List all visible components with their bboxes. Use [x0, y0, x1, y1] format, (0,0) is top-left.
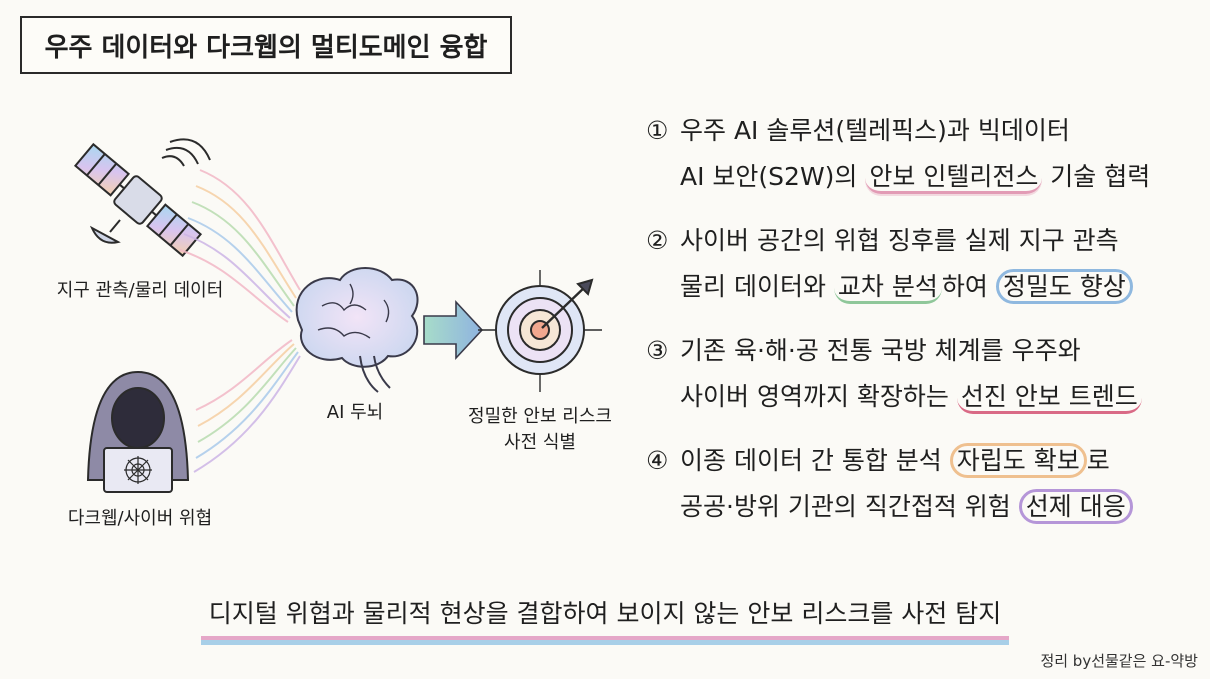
highlight: 안보 인텔리전스 — [865, 162, 1043, 194]
point-text: 사이버 영역까지 확장하는 — [680, 382, 957, 411]
highlight: 교차 분석 — [833, 272, 942, 304]
point-text: 사이버 공간의 위협 징후를 실제 지구 관측 — [680, 226, 1119, 255]
point-1: ① 우주 AI 솔루션(텔레픽스)과 빅데이터 AI 보안(S2W)의 안보 인텔… — [646, 108, 1201, 200]
satellite-icon — [73, 138, 211, 258]
point-text: 우주 AI 솔루션(텔레픽스)과 빅데이터 — [680, 116, 1070, 145]
credit-text: 정리 by선물같은 요-약방 — [1040, 652, 1198, 670]
hacker-flow-lines — [193, 339, 301, 473]
satellite-label: 지구 관측/물리 데이터 — [57, 280, 224, 301]
highlight: 정밀도 향상 — [995, 269, 1133, 304]
point-3: ③ 기존 육·해·공 전통 국방 체계를 우주와 사이버 영역까지 확장하는 선진… — [646, 328, 1201, 420]
brain-icon — [295, 267, 419, 393]
point-text: AI 보안(S2W)의 — [680, 162, 866, 191]
process-arrow-icon — [423, 299, 484, 361]
point-number: ① — [646, 116, 669, 145]
point-number: ② — [646, 226, 669, 255]
summary-banner: 디지털 위협과 물리적 현상을 결합하여 보이지 않는 안보 리스크를 사전 탐… — [0, 594, 1210, 640]
point-text: 기존 육·해·공 전통 국방 체계를 우주와 — [680, 336, 1081, 365]
satellite-flow-lines — [179, 169, 301, 323]
hacker-label: 다크웹/사이버 위협 — [68, 508, 212, 529]
target-label-line2: 사전 식별 — [504, 432, 576, 453]
target-label-line1: 정밀한 안보 리스크 — [468, 406, 612, 427]
point-number: ④ — [646, 446, 669, 475]
highlight: 선제 대응 — [1018, 489, 1133, 524]
summary-text: 디지털 위협과 물리적 현상을 결합하여 보이지 않는 안보 리스크를 사전 탐… — [200, 594, 1010, 640]
highlight: 선진 안보 트렌드 — [956, 382, 1142, 414]
brain-label: AI 두뇌 — [327, 402, 383, 423]
hacker-icon — [86, 370, 190, 493]
point-text: 물리 데이터와 — [680, 272, 834, 301]
target-icon — [478, 270, 602, 392]
point-text: 기술 협력 — [1042, 162, 1151, 191]
point-number: ③ — [646, 336, 669, 365]
point-text: 공공·방위 기관의 직간접적 위험 — [680, 492, 1019, 521]
point-text: 이종 데이터 간 통합 분석 — [680, 446, 950, 475]
point-text: 하여 — [941, 272, 996, 301]
highlight: 자립도 확보 — [949, 443, 1087, 478]
point-text: 로 — [1086, 446, 1110, 475]
key-points-list: ① 우주 AI 솔루션(텔레픽스)과 빅데이터 AI 보안(S2W)의 안보 인텔… — [646, 108, 1201, 548]
page-title: 우주 데이터와 다크웹의 멀티도메인 융합 — [20, 16, 512, 74]
